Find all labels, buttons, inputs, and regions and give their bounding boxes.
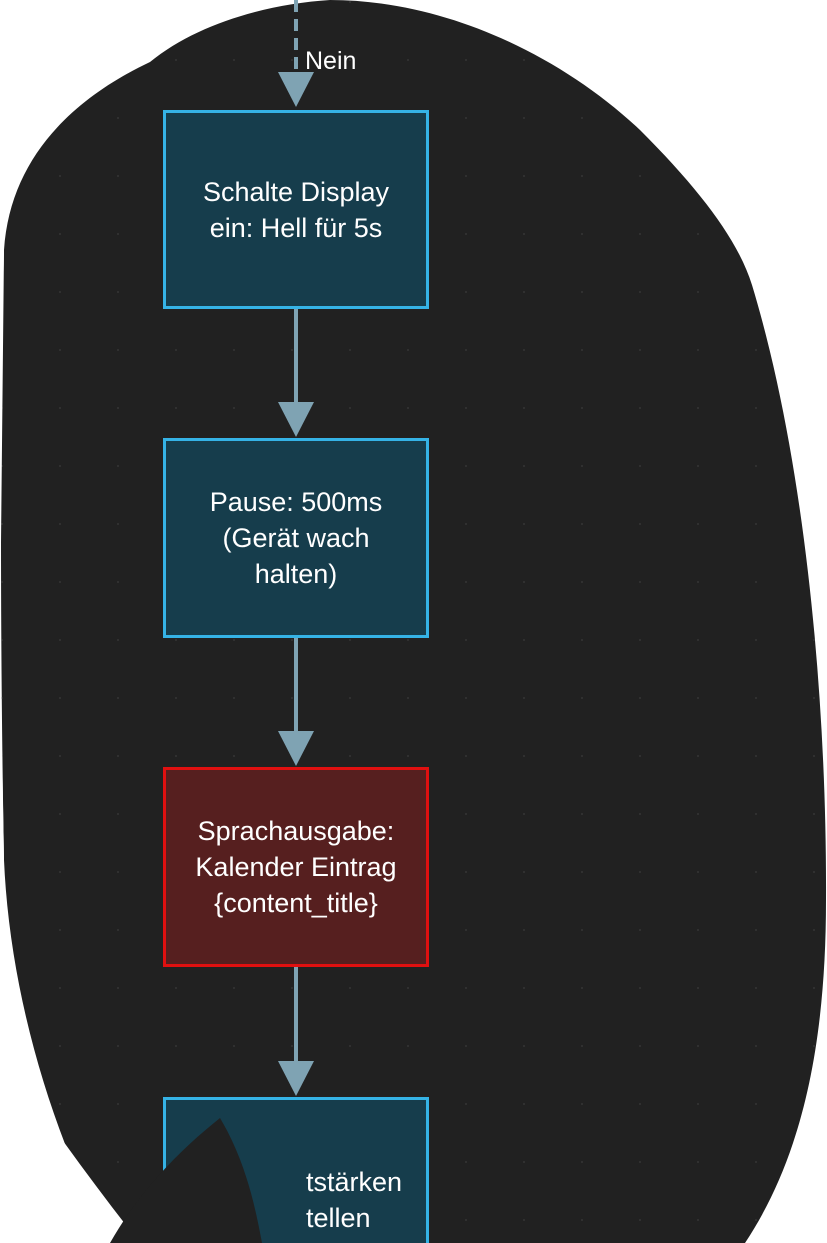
node-label: Pause: 500ms (Gerät wach halten) bbox=[209, 487, 383, 589]
node-label: Sprachausgabe: Kalender Eintrag {content… bbox=[195, 816, 397, 918]
edge-label-no: Nein bbox=[305, 47, 357, 75]
node-volume[interactable]: tstärken tellen bbox=[163, 1097, 429, 1243]
node-label: Schalte Display ein: Hell für 5s bbox=[202, 176, 390, 243]
node-pause[interactable]: Pause: 500ms (Gerät wach halten) bbox=[163, 438, 429, 638]
node-label: tstärken tellen bbox=[305, 1167, 402, 1233]
node-speech-output[interactable]: Sprachausgabe: Kalender Eintrag {content… bbox=[163, 767, 429, 967]
node-display-on[interactable]: Schalte Display ein: Hell für 5s bbox=[163, 110, 429, 309]
